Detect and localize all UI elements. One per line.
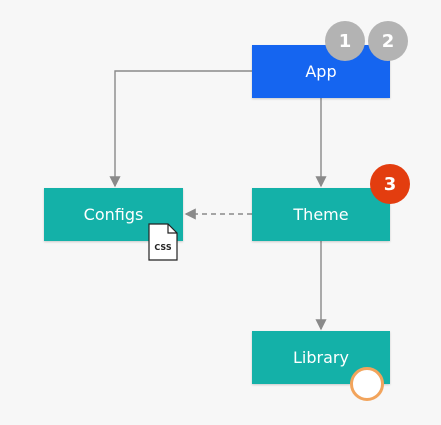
css-file-icon[interactable]: CSS [148,223,178,261]
badge-2-label: 2 [381,30,395,52]
node-theme[interactable]: Theme [252,188,390,241]
edge-app-configs[interactable] [109,70,252,188]
badge-3-label: 3 [383,173,397,195]
node-app[interactable]: App [252,45,390,98]
node-theme-label: Theme [293,205,349,224]
status-circle-icon[interactable] [350,367,384,401]
badge-3[interactable]: 3 [370,164,410,204]
badge-1[interactable]: 1 [325,21,365,61]
node-configs-label: Configs [83,205,144,224]
node-library-label: Library [293,348,349,367]
badge-2[interactable]: 2 [368,21,408,61]
node-app-label: App [305,62,337,81]
badge-1-label: 1 [338,30,352,52]
css-file-label: CSS [154,243,171,252]
